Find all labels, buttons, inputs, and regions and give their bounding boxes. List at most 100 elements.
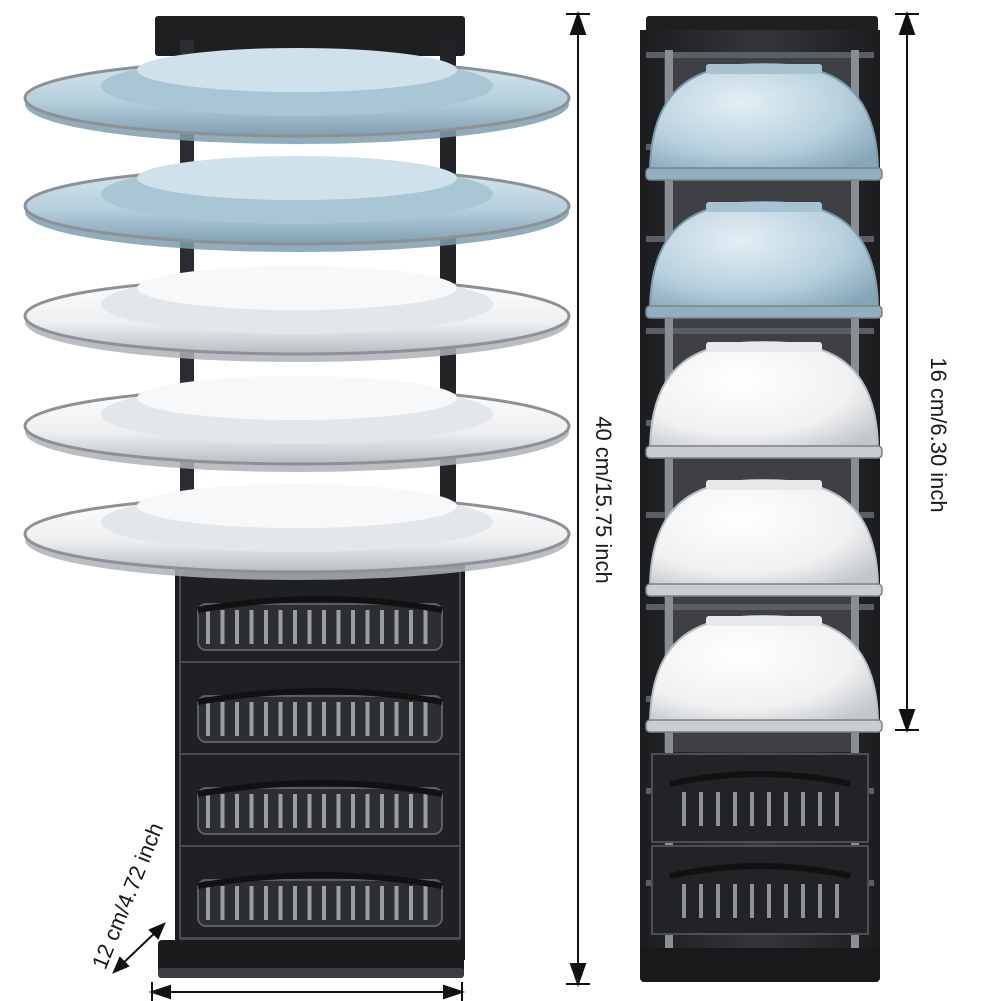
bowl-rack-slat	[818, 884, 822, 918]
bowl	[645, 614, 883, 733]
bowl-rack-post	[851, 50, 859, 950]
bowl-rack-rail	[646, 604, 874, 610]
bowl-rack-lip	[669, 771, 851, 787]
bowl-rack-slat	[767, 884, 771, 918]
bowl-rack-slat	[699, 792, 703, 826]
bowl-rack-slat	[716, 792, 720, 826]
rack-slat	[307, 794, 312, 828]
rack-slat	[423, 794, 428, 828]
bowl-rack-slat	[835, 792, 839, 826]
rack-slat	[351, 794, 355, 828]
bowl-rack-lip	[669, 863, 851, 879]
rack-slat	[235, 610, 239, 644]
plate-stack	[23, 48, 571, 580]
rack-slat	[293, 610, 297, 644]
rack-slat	[249, 886, 254, 920]
bowl-rack-slat	[682, 884, 686, 918]
plate	[23, 48, 571, 144]
rack-slat	[365, 702, 370, 736]
rack-tray-lip	[197, 780, 443, 797]
bowl-rim	[645, 719, 883, 733]
rack-slat	[278, 702, 283, 736]
width-dimension-line	[112, 922, 466, 1001]
bowl-rack-slat	[750, 792, 754, 826]
bowl-rim	[645, 305, 883, 319]
plate-top	[137, 48, 457, 92]
rack-slat	[423, 702, 428, 736]
bowl-rack-slat	[716, 884, 720, 918]
rack-slat	[307, 610, 312, 644]
bowl	[645, 200, 883, 319]
height-dimension-label: 40 cm/15.75 inch	[591, 416, 616, 584]
rack-slat	[264, 886, 268, 920]
rack-slat	[264, 794, 268, 828]
rack-slat	[249, 794, 254, 828]
rack-slat	[235, 794, 239, 828]
bowl-foot	[706, 342, 822, 352]
rack-slat	[336, 794, 341, 828]
rack-tray	[197, 603, 443, 651]
bowl-rack-slat	[682, 792, 686, 826]
rack-tray	[197, 787, 443, 835]
rack-slat	[206, 794, 210, 828]
rack-slat	[351, 610, 355, 644]
rack-slat	[264, 610, 268, 644]
rack-slat	[365, 610, 370, 644]
bowl	[645, 340, 883, 459]
rack-slat	[293, 794, 297, 828]
bowl	[645, 62, 883, 181]
bowl-rack-slat	[784, 884, 788, 918]
rack-slat	[278, 886, 283, 920]
rack-slat	[322, 702, 326, 736]
rack-tray-lip	[197, 872, 443, 889]
bowl-rim	[645, 583, 883, 597]
rack-slat	[351, 702, 355, 736]
rack-slat	[220, 610, 225, 644]
bowl-rack-empty-tier	[651, 845, 869, 935]
rack-slat	[307, 702, 312, 736]
rack-slat	[336, 702, 341, 736]
bowl-height-dimension-line	[895, 10, 919, 734]
rack-tiers	[179, 569, 461, 942]
rack-slat	[380, 794, 384, 828]
rack-slat	[278, 610, 283, 644]
plate	[23, 376, 571, 472]
rack-top-cap	[155, 16, 465, 56]
rack-slat	[264, 702, 268, 736]
rack-slat	[249, 610, 254, 644]
rack-slat	[365, 886, 370, 920]
rack-slat	[278, 794, 283, 828]
bowl-rack-slat	[818, 792, 822, 826]
rack-slat	[235, 886, 239, 920]
rack-slat	[235, 702, 239, 736]
rack-slat	[206, 886, 210, 920]
plate	[23, 266, 571, 362]
rack-slat	[293, 886, 297, 920]
bowl-foot	[706, 616, 822, 626]
rack-slat	[409, 610, 413, 644]
bowl-rack-empty-tier	[651, 753, 869, 843]
rack-slat	[220, 794, 225, 828]
bowl-height-dimension-label: 16 cm/6.30 inch	[926, 357, 951, 513]
rack-slat	[206, 610, 210, 644]
bowl-rack-post	[665, 50, 673, 950]
rack-tray	[197, 695, 443, 743]
rack-slat	[409, 794, 413, 828]
rack-slat	[394, 610, 399, 644]
bowl-rack-slat	[699, 884, 703, 918]
rack-slat	[249, 702, 254, 736]
bowl-rack-slat	[750, 884, 754, 918]
plate-top	[137, 484, 457, 528]
rack-slat	[409, 702, 413, 736]
rack-tray-lip	[197, 688, 443, 705]
height-dimension-line	[566, 10, 590, 988]
rack-tray	[197, 879, 443, 927]
rack-slat	[423, 886, 428, 920]
rack-slat	[322, 886, 326, 920]
bowl-rack-slat	[801, 884, 805, 918]
bowl-foot	[706, 202, 822, 212]
rack-slat	[336, 610, 341, 644]
bowl-rim	[645, 445, 883, 459]
rack-slat	[351, 886, 355, 920]
